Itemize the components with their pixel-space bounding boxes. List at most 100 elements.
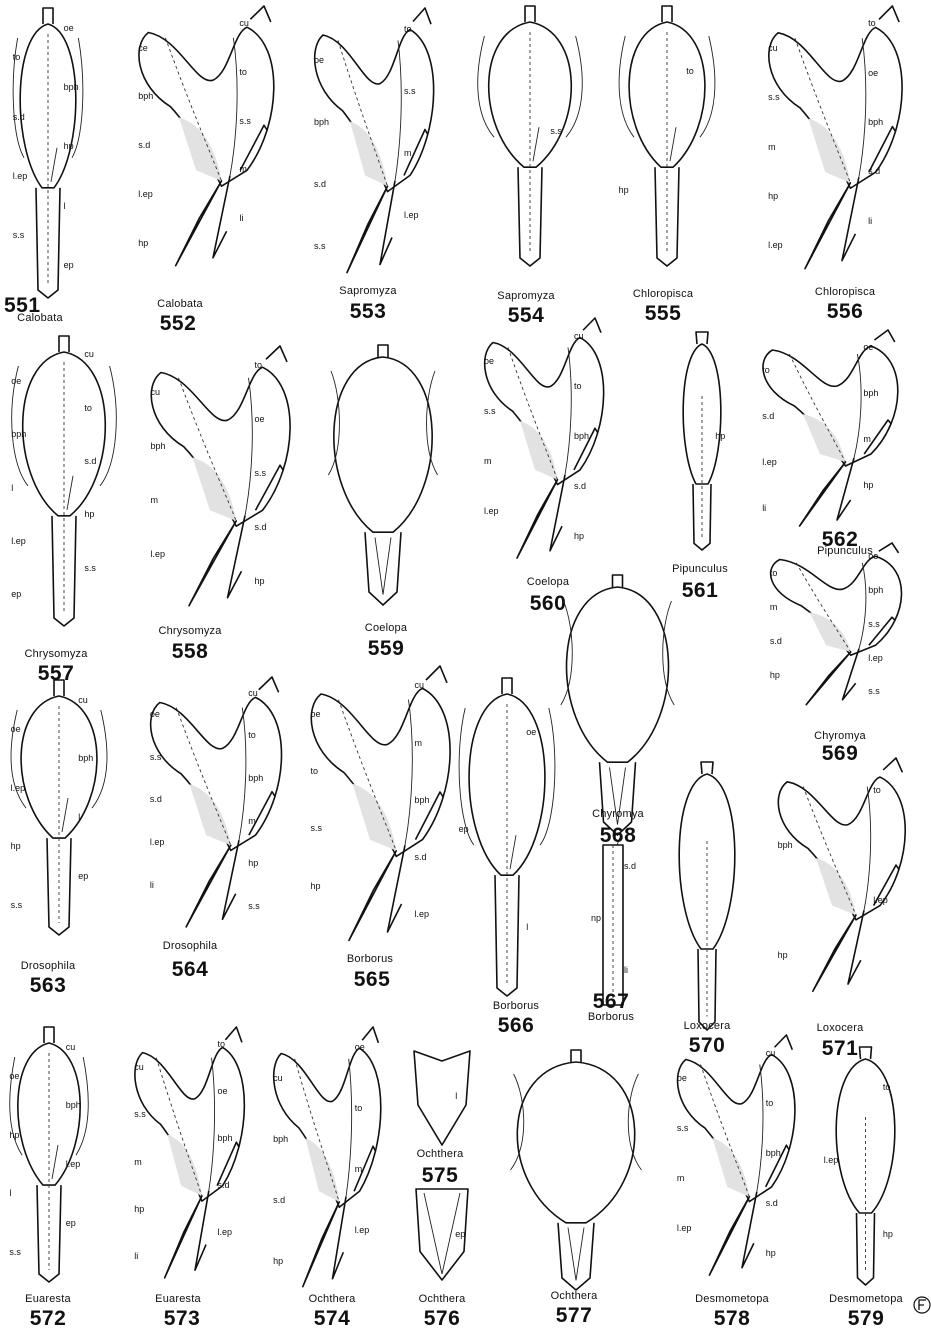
figure-561: hp: [672, 330, 732, 550]
genitalia-drawing: [300, 666, 475, 946]
part-label: l.ep: [151, 549, 166, 559]
part-label: oe: [314, 55, 324, 65]
part-label: l.ep: [824, 1155, 839, 1165]
part-label: s.d: [255, 522, 267, 532]
part-label: hp: [138, 238, 148, 248]
part-label: hp: [883, 1229, 893, 1239]
part-label: hp: [84, 509, 94, 519]
part-label: s.d: [766, 1198, 778, 1208]
genus-caption: Borborus: [347, 953, 393, 965]
part-label: oe: [218, 1086, 228, 1096]
genus-caption: Loxocera: [817, 1022, 864, 1034]
part-label: to: [868, 18, 876, 28]
figure-575: l: [412, 1045, 472, 1145]
part-label: m: [768, 142, 776, 152]
part-label: cu: [273, 1073, 283, 1083]
part-label: s.s: [239, 116, 251, 126]
part-label: s.s: [150, 752, 162, 762]
genus-caption: Chyromya: [814, 730, 866, 742]
part-label: to: [574, 381, 582, 391]
part-label: ce: [138, 43, 148, 53]
part-label: bph: [868, 117, 883, 127]
part-label: s.s: [404, 86, 416, 96]
figure-number: 552: [160, 312, 197, 336]
part-label: l.ep: [677, 1223, 692, 1233]
genitalia-drawing: [4, 680, 114, 935]
figure-556: tocuoes.sbphms.dhplil.ep: [758, 6, 926, 274]
part-label: cu: [574, 331, 584, 341]
part-label: bph: [11, 429, 26, 439]
part-label: bph: [78, 753, 93, 763]
genitalia-drawing: [612, 6, 722, 266]
part-label: s.d: [218, 1180, 230, 1190]
monogram-mark: [913, 1295, 931, 1315]
figure-number: 567: [593, 990, 630, 1014]
figure-number: 576: [424, 1307, 461, 1331]
part-label: s.s: [84, 563, 96, 573]
part-label: s.s: [868, 619, 880, 629]
part-label: l.ep: [355, 1225, 370, 1235]
part-label: l: [64, 201, 66, 211]
figure-562: oetobphs.dml.ephpli: [752, 330, 922, 530]
genitalia-drawing: [475, 318, 625, 563]
genitalia-drawing: [498, 1050, 654, 1290]
part-label: oe: [11, 376, 21, 386]
figure-number: 566: [498, 1014, 535, 1038]
part-label: m: [239, 164, 247, 174]
part-label: bph: [138, 91, 153, 101]
part-label: bph: [778, 840, 793, 850]
genitalia-drawing: [265, 1027, 400, 1292]
part-label: hp: [64, 141, 74, 151]
part-label: l.ep: [11, 536, 26, 546]
genitalia-drawing: [752, 330, 922, 530]
figure-570: [662, 760, 752, 1030]
part-label: l: [526, 922, 528, 932]
part-label: bph: [415, 795, 430, 805]
part-label: to: [404, 24, 412, 34]
figure-number: 558: [172, 640, 209, 664]
genitalia-drawing: [4, 336, 124, 626]
genus-caption: Chloropisca: [815, 286, 875, 298]
part-label: hp: [768, 191, 778, 201]
part-label: hp: [574, 531, 584, 541]
figure-number: 573: [164, 1307, 201, 1331]
part-label: s.d: [273, 1195, 285, 1205]
part-label: s.d: [138, 140, 150, 150]
figure-number: 555: [645, 302, 682, 326]
part-label: s.s: [311, 823, 323, 833]
part-label: s.d: [868, 166, 880, 176]
part-label: cu: [151, 387, 161, 397]
part-label: s.s: [484, 406, 496, 416]
figure-number: 556: [827, 300, 864, 324]
part-label: l.ep: [404, 210, 419, 220]
part-label: s.s: [868, 686, 880, 696]
genus-caption: Chyromya: [592, 808, 644, 820]
part-label: m: [415, 738, 423, 748]
genus-caption: Desmometopa: [695, 1293, 769, 1305]
genitalia-drawing: [662, 760, 752, 1030]
part-label: l.ep: [138, 189, 153, 199]
figure-number: 563: [30, 974, 67, 998]
genitalia-drawing: [760, 543, 925, 708]
part-label: s.s: [248, 901, 260, 911]
part-label: to: [770, 568, 778, 578]
genitalia-drawing: [128, 6, 298, 271]
part-label: cu: [66, 1042, 76, 1052]
genitalia-drawing: [668, 1035, 816, 1280]
part-label: hp: [134, 1204, 144, 1214]
part-label: to: [762, 365, 770, 375]
part-label: oe: [64, 23, 74, 33]
part-label: s.s: [677, 1123, 689, 1133]
part-label: ep: [455, 1229, 465, 1239]
part-label: bph: [66, 1100, 81, 1110]
part-label: l: [455, 1091, 457, 1101]
part-label: np: [591, 913, 601, 923]
part-label: to: [766, 1098, 774, 1108]
part-label: l.ep: [484, 506, 499, 516]
part-label: cu: [78, 695, 88, 705]
part-label: l.ep: [66, 1159, 81, 1169]
part-label: to: [218, 1039, 226, 1049]
